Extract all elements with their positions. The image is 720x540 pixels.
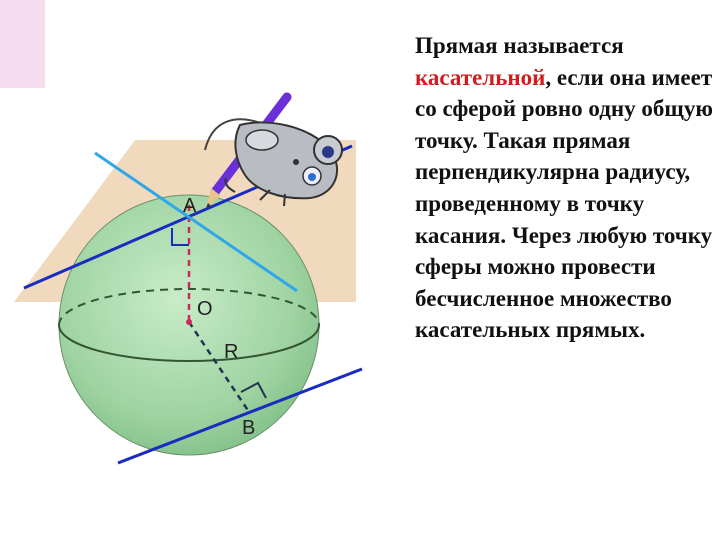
label-a: A bbox=[183, 195, 197, 217]
slide-background-top bbox=[45, 0, 410, 90]
center-point-o bbox=[186, 319, 192, 325]
label-b: B bbox=[242, 417, 255, 439]
label-o: O bbox=[197, 298, 213, 320]
right-angle-mark-b bbox=[240, 381, 267, 399]
radius-ob bbox=[187, 321, 251, 413]
equator-front bbox=[58, 324, 320, 362]
text-background bbox=[404, 0, 720, 540]
right-angle-mark-a bbox=[171, 228, 189, 246]
definition-paragraph: Прямая называется касательной, если она … bbox=[415, 30, 715, 346]
label-r: R bbox=[224, 341, 238, 363]
cartoon-mouse-icon bbox=[204, 118, 343, 207]
tangent-line-b bbox=[117, 367, 363, 465]
highlight-term: касательной bbox=[415, 64, 546, 90]
sphere-figure: A O R B bbox=[14, 92, 363, 465]
paragraph-part-1: Прямая называется bbox=[415, 33, 624, 58]
equator-back bbox=[58, 288, 320, 326]
tangent-line-a-light bbox=[94, 151, 298, 293]
paragraph-part-2: , если она имеет со сферой ровно одну об… bbox=[415, 64, 713, 343]
